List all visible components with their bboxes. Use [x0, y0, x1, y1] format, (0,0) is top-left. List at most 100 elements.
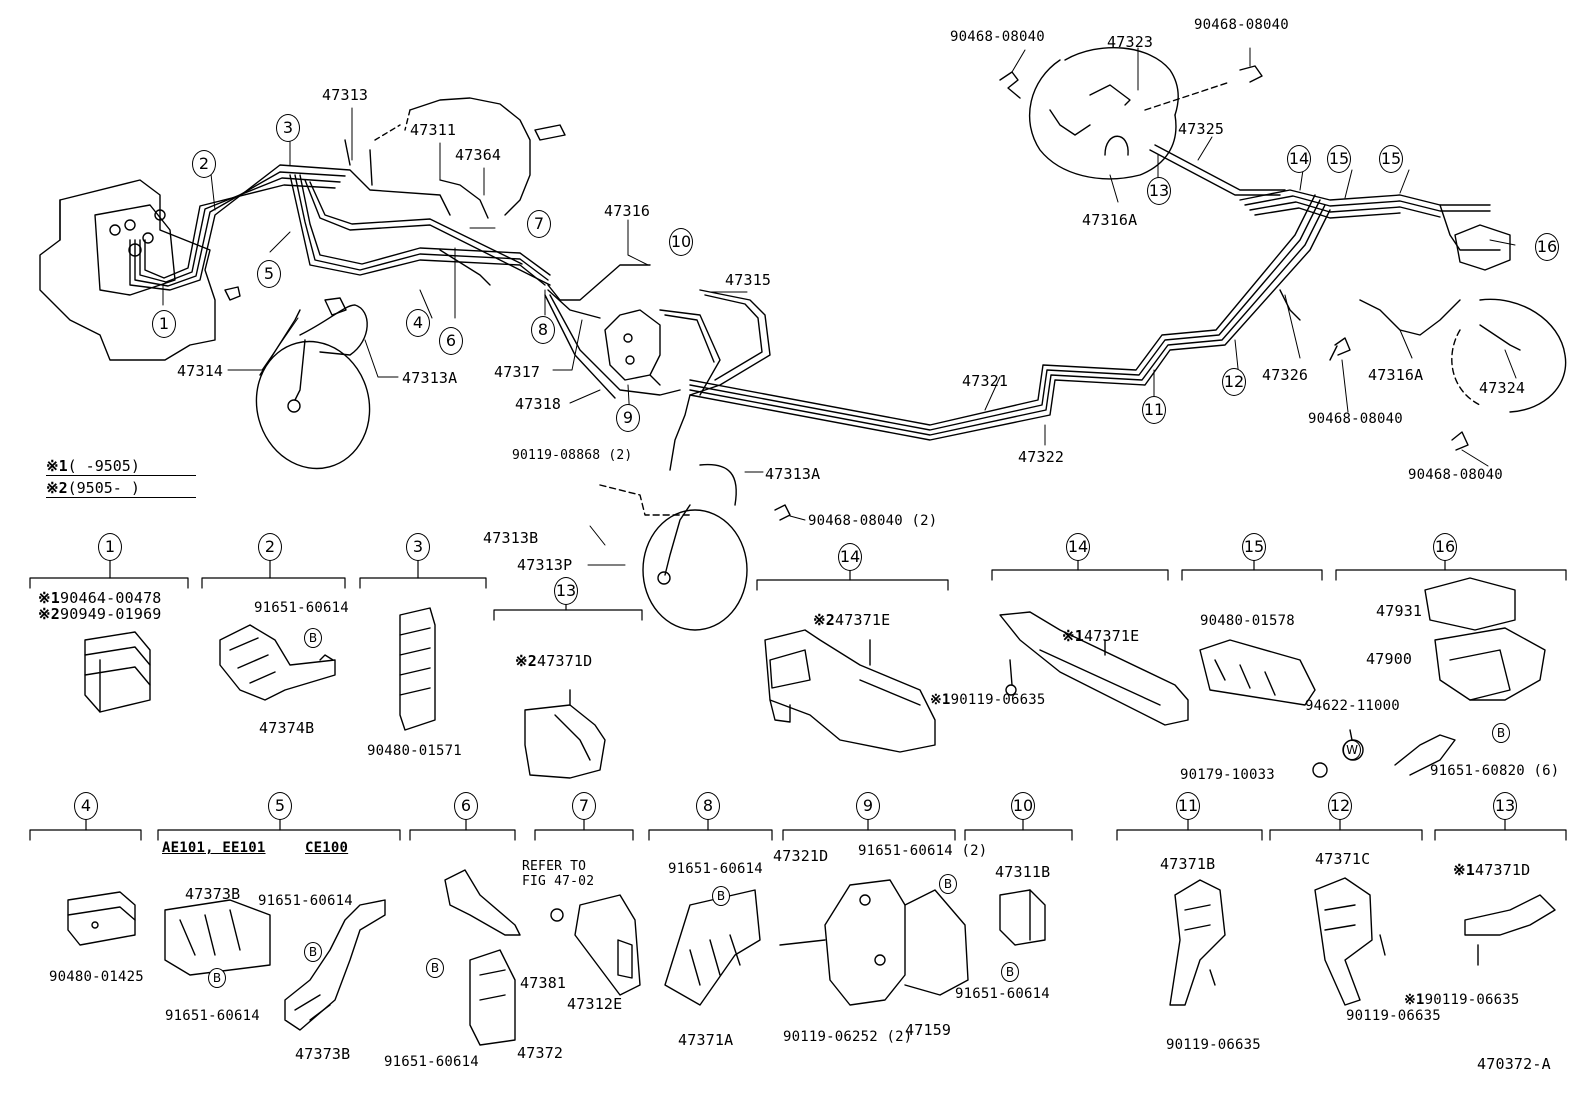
detail-1-part-b: 90949-01969	[60, 605, 162, 623]
brake-booster	[369, 97, 566, 216]
detail-14b-line: ※147371E	[1062, 628, 1139, 644]
detail-13-bottom-bracket	[1464, 894, 1556, 966]
callout-1: 1	[152, 310, 176, 338]
detail-5-clamp-2: 47373B	[295, 1045, 351, 1063]
detail-callout-1: 1	[98, 533, 122, 561]
label-47313: 47313	[322, 86, 369, 104]
callout-11: 11	[1142, 396, 1166, 424]
detail-8-bolt: 91651-60614	[668, 861, 763, 877]
callout-16: 16	[1535, 233, 1559, 261]
small-clips	[774, 65, 1469, 521]
detail-12-bracket	[1314, 877, 1386, 1006]
proportioning-valve	[604, 309, 661, 386]
callout-6: 6	[439, 327, 463, 355]
label-47318: 47318	[515, 395, 562, 413]
detail-16-w-marker: W	[1343, 740, 1361, 760]
detail-11-bracket	[1169, 879, 1226, 1006]
detail-callout-8: 8	[696, 792, 720, 820]
detail-16-p2: 47900	[1366, 650, 1413, 668]
detail-8-clamp	[664, 889, 761, 1006]
detail-5-clamp: 47373B	[185, 885, 241, 903]
detail-13-bottom-line: ※147371D	[1453, 862, 1530, 878]
detail-14a-bracket	[764, 629, 936, 753]
detail-10-bolt: 91651-60614	[955, 986, 1050, 1002]
detail-3-clamp	[399, 607, 436, 731]
detail-10-part: 47311B	[995, 863, 1051, 881]
detail-13-mid-part: 47371D	[537, 652, 593, 670]
detail-13-bottom-part: 47371D	[1475, 861, 1531, 879]
tube-bundle-center	[544, 194, 1331, 471]
detail-brackets	[29, 557, 1567, 841]
detail-3-part: 90480-01571	[367, 743, 462, 759]
detail-8-part: 47371A	[678, 1031, 734, 1049]
detail-14b-bolt-mark: ※1	[930, 692, 951, 708]
detail-16-p3: 94622-11000	[1305, 698, 1400, 714]
label-47313p: 47313P	[517, 556, 573, 574]
label-90468-top-right: 90468-08040	[1194, 17, 1289, 33]
detail-14a-mark: ※2	[813, 611, 835, 629]
label-47314: 47314	[177, 362, 224, 380]
left-wheel-brake	[255, 297, 371, 470]
label-47321: 47321	[962, 372, 1009, 390]
callout-2: 2	[192, 150, 216, 178]
detail-callout-11: 11	[1176, 792, 1200, 820]
detail-10-clip	[999, 889, 1046, 946]
detail-5-bolt-1: 91651-60614	[258, 893, 353, 909]
label-47323: 47323	[1107, 33, 1154, 51]
callout-13: 13	[1147, 177, 1171, 205]
detail-7-refer: REFER TO	[522, 859, 587, 874]
detail-16-valve	[1312, 577, 1546, 778]
detail-13-mid-line: ※247371D	[515, 653, 592, 669]
label-90468-08040-2: 90468-08040 (2)	[808, 513, 938, 529]
callout-15a: 15	[1327, 145, 1351, 173]
detail-5-variant-1: AE101, EE101	[162, 840, 266, 856]
detail-callout-14a: 14	[838, 543, 862, 571]
label-47322: 47322	[1018, 448, 1065, 466]
callout-10: 10	[669, 228, 693, 256]
detail-13-bottom-mark: ※1	[1453, 861, 1475, 879]
detail-8-b-marker: B	[712, 886, 730, 906]
detail-7-fig: FIG 47-02	[522, 874, 595, 889]
callout-12: 12	[1222, 368, 1246, 396]
detail-callout-6: 6	[454, 792, 478, 820]
label-90119-08868: 90119-08868 (2)	[512, 448, 633, 463]
center-wheel-brake	[599, 463, 748, 631]
master-cylinder-assembly	[39, 179, 241, 361]
detail-5-b-marker-2: B	[208, 968, 226, 988]
detail-5-b-marker-1: B	[304, 942, 322, 962]
detail-9-bolt-2: 90119-06252 (2)	[783, 1029, 913, 1045]
callout-3: 3	[276, 114, 300, 142]
callout-9: 9	[616, 404, 640, 432]
detail-14b-bracket	[999, 611, 1189, 726]
detail-11-bolt: 90119-06635	[1166, 1037, 1261, 1053]
detail-5-bolt-2: 91651-60614	[165, 1008, 260, 1024]
detail-13-mid-clip	[524, 689, 606, 779]
label-47326: 47326	[1262, 366, 1309, 384]
detail-callout-4: 4	[74, 792, 98, 820]
detail-1-line-a: ※190464-00478	[38, 590, 162, 606]
detail-callout-5: 5	[268, 792, 292, 820]
detail-2-clamp	[219, 624, 336, 701]
label-47311: 47311	[410, 121, 457, 139]
detail-15-clamp	[1199, 639, 1316, 706]
label-90468-bottom-right-1: 90468-08040	[1308, 411, 1403, 427]
label-47316: 47316	[604, 202, 651, 220]
detail-14a-part: 47371E	[835, 611, 891, 629]
detail-16-p4: 90179-10033	[1180, 767, 1275, 783]
detail-callout-9: 9	[856, 792, 880, 820]
detail-6-bracket: 47381	[520, 974, 567, 992]
callout-15b: 15	[1379, 145, 1403, 173]
detail-15-part: 90480-01578	[1200, 613, 1295, 629]
detail-callout-7: 7	[572, 792, 596, 820]
label-90468-bottom-right-2: 90468-08040	[1408, 467, 1503, 483]
callout-4: 4	[406, 309, 430, 337]
detail-16-b-marker: B	[1492, 723, 1510, 743]
detail-callout-14b: 14	[1066, 533, 1090, 561]
detail-6-clamp: 47372	[517, 1044, 564, 1062]
callout-5: 5	[257, 260, 281, 288]
detail-16-p5: 91651-60820 (6)	[1430, 763, 1560, 779]
detail-1-mark-a: ※1	[38, 589, 60, 607]
detail-5-variant-2: CE100	[305, 840, 349, 856]
